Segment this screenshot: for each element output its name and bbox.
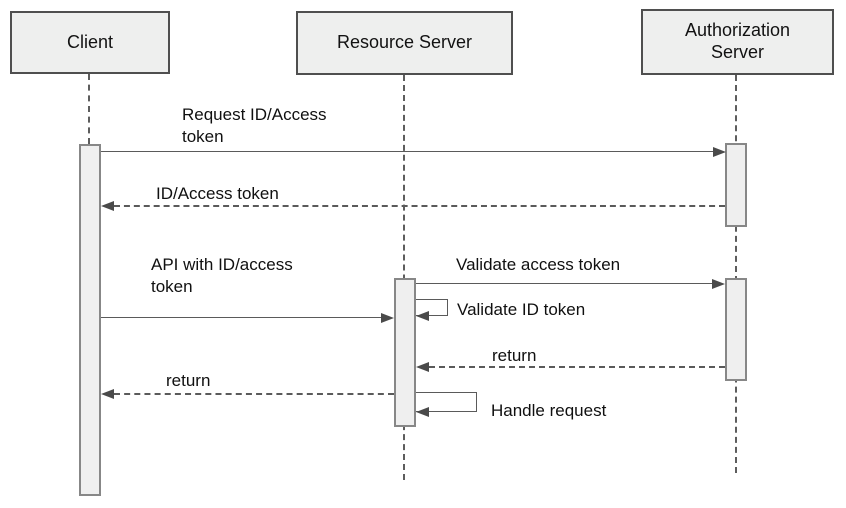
arrowhead-left-icon xyxy=(101,389,114,399)
message-label-validate-access-token: Validate access token xyxy=(456,255,621,274)
message-line-id-access-token xyxy=(114,205,725,207)
message-label-api-call: API with ID/access token xyxy=(151,255,293,297)
arrowhead-left-icon xyxy=(416,311,429,321)
arrowhead-left-icon xyxy=(416,407,429,417)
message-line-api-call xyxy=(101,317,381,318)
activation-bar-resource-server xyxy=(394,278,416,427)
message-label-handle-request: Handle request xyxy=(491,401,607,420)
self-call-loop-validate-id-token xyxy=(416,299,448,316)
message-line-request-token xyxy=(101,151,713,152)
message-label-return-client: return xyxy=(166,371,211,390)
message-label-return-auth: return xyxy=(492,346,537,365)
message-line-return-auth xyxy=(429,366,725,368)
activation-bar-authorization-server-2 xyxy=(725,278,747,381)
activation-bar-authorization-server-1 xyxy=(725,143,747,227)
message-line-return-client xyxy=(114,393,394,395)
message-line-validate-access-token xyxy=(416,283,712,284)
actor-box-authorization-server: Authorization Server xyxy=(641,9,834,75)
actor-label-resource-server: Resource Server xyxy=(336,32,473,53)
arrowhead-right-icon xyxy=(713,147,726,157)
message-label-request-token: Request ID/Access token xyxy=(182,105,327,147)
arrowhead-right-icon xyxy=(712,279,725,289)
arrowhead-left-icon xyxy=(101,201,114,211)
arrowhead-left-icon xyxy=(416,362,429,372)
actor-label-client: Client xyxy=(66,31,114,52)
lifeline-resource-server xyxy=(403,75,405,480)
self-call-loop-handle-request xyxy=(416,392,477,412)
actor-box-resource-server: Resource Server xyxy=(296,11,513,75)
message-label-id-access-token: ID/Access token xyxy=(156,184,279,203)
actor-box-client: Client xyxy=(10,11,170,74)
actor-label-authorization-server: Authorization Server xyxy=(684,20,791,62)
arrowhead-right-icon xyxy=(381,313,394,323)
lifeline-client xyxy=(88,74,90,144)
lifeline-authorization-server xyxy=(735,75,737,473)
activation-bar-client xyxy=(79,144,101,496)
message-label-validate-id-token: Validate ID token xyxy=(457,300,586,319)
